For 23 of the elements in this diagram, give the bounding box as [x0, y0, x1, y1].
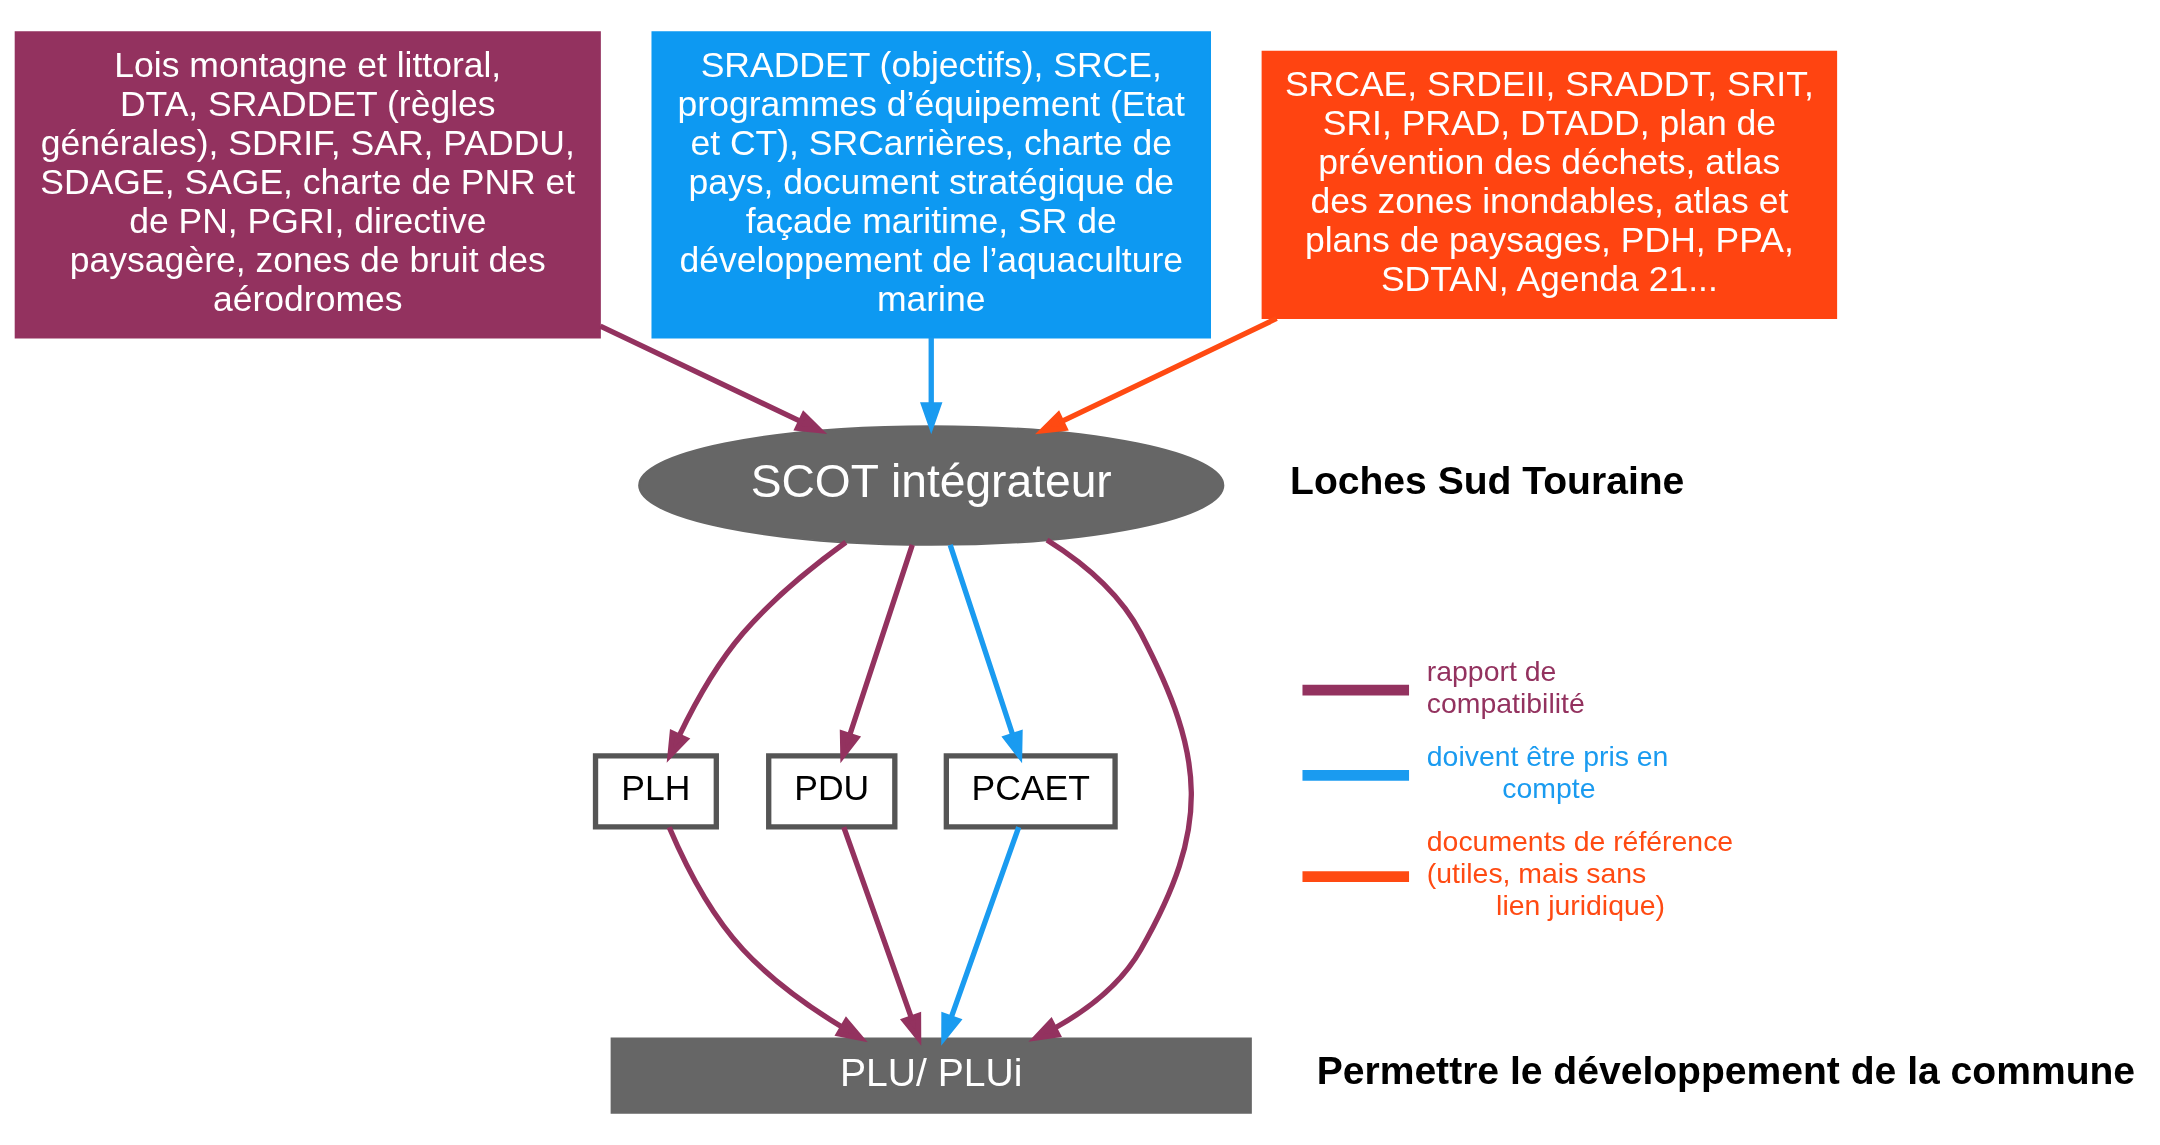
node-box: Lois montagne et littoral, DTA, SRADDET (règles générales), SDRIF, SAR, PADDU, SDAGE, SAGE, charte de PNR et de PN, PGRI, directive paysagère, zones de bruit des aérodromes: [14, 31, 601, 339]
arrow: [947, 544, 1023, 764]
node-box: PLU/ PLUi: [610, 1037, 1252, 1114]
legend-label: rapport de compatibilité: [1426, 654, 1585, 719]
arrow: [841, 826, 922, 1046]
arrow: [920, 337, 943, 435]
legend-label: documents de référence (utiles, mais sans lien juridique): [1426, 825, 1734, 922]
arrow: [599, 323, 828, 435]
arrow: [666, 826, 868, 1043]
legend-label: doivent être pris en compte: [1426, 740, 1669, 805]
node-box: SRCAE, SRDEII, SRADDT, SRIT, SRI, PRAD, DTADD, plan de prévention des déchets, atlas des zones inondables, atlas et plans de paysages, PDH, PPA, SDTAN, Agenda 21...: [1261, 50, 1838, 319]
arrow: [666, 540, 848, 763]
node-box: SRADDET (objectifs), SRCE, programmes d’équipement (Etat et CT), SRCarrières, charte de pays, document stratégique de façade maritime, SR de développement de l’aquaculture marine: [651, 31, 1211, 339]
arrow: [1035, 316, 1278, 435]
label: Loches Sud Touraine: [1290, 458, 1685, 502]
arrow: [1028, 537, 1194, 1042]
node-box: PCAET: [943, 753, 1118, 830]
node-box: PDU: [766, 753, 898, 830]
arrow: [839, 544, 915, 764]
node-ellipse: SCOT intégrateur: [638, 425, 1225, 546]
label: Permettre le développement de la commune: [1316, 1048, 2136, 1092]
node-box: PLH: [592, 753, 719, 830]
arrow: [941, 826, 1022, 1046]
